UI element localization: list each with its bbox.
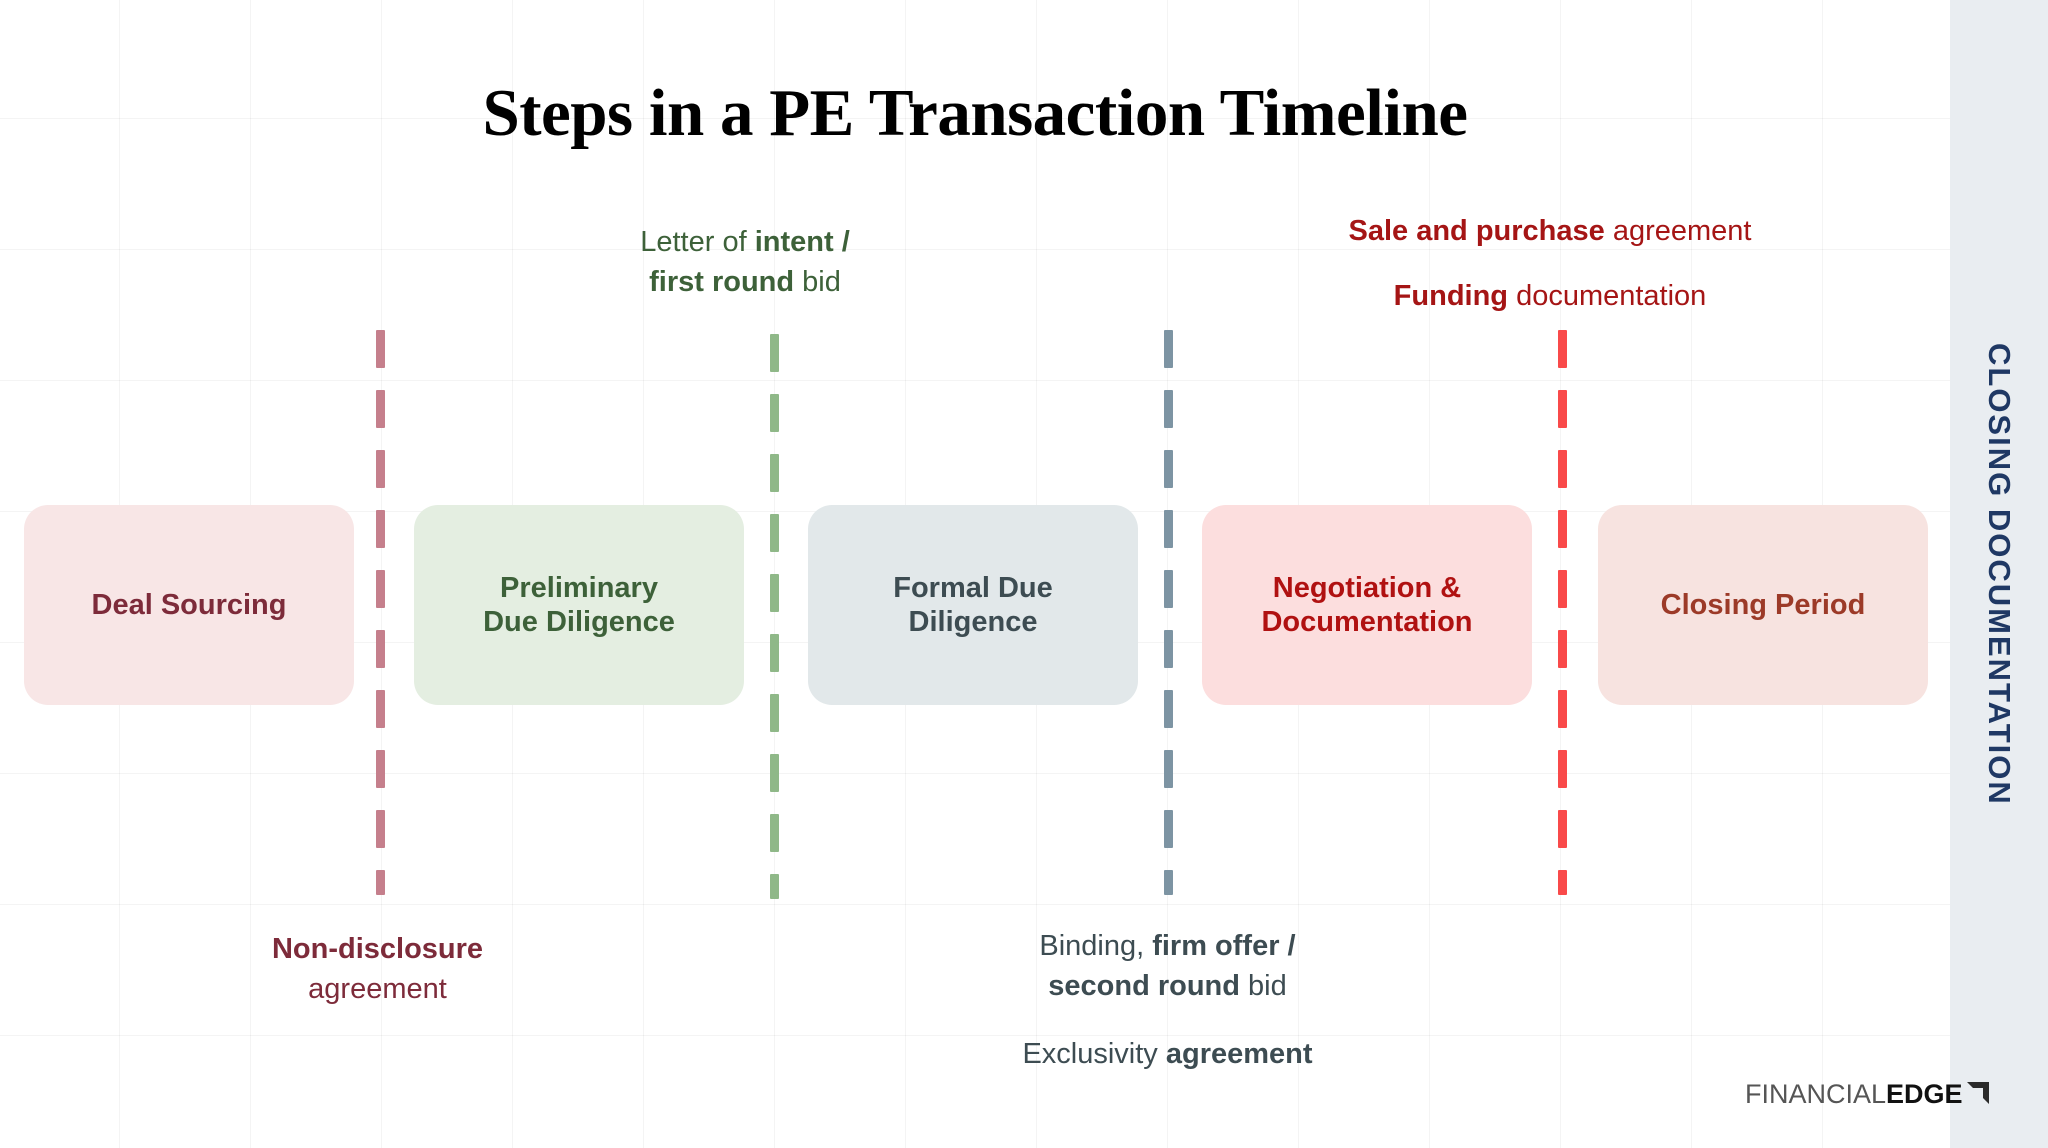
marker-dash <box>1164 450 1173 488</box>
marker-dash <box>376 750 385 788</box>
marker-dash <box>770 634 779 672</box>
annotation-text-plain: bid <box>1239 970 1287 1003</box>
marker-dash <box>1558 810 1567 848</box>
marker-dash <box>770 874 779 899</box>
annotation-letter-of-intent: Letter of intent / first round bid <box>600 222 890 302</box>
marker-dash <box>376 870 385 895</box>
annotation-text-bold: Non-disclosure <box>271 933 484 965</box>
annotation-sale-and-purchase: Sale and purchase agreement <box>1245 211 1855 251</box>
marker-dash <box>376 810 385 848</box>
marker-dash <box>1558 750 1567 788</box>
annotation-text-plain: agreement <box>308 973 447 1006</box>
logo-corner-flag-icon <box>1965 1080 1991 1110</box>
annotation-text-plain: agreement <box>1604 215 1752 247</box>
stage-label-line1: Deal Sourcing <box>91 588 287 621</box>
marker-dash <box>376 450 385 488</box>
annotation-non-disclosure: Non-disclosure agreement <box>235 929 520 1009</box>
annotation-text-bold: intent / <box>754 226 850 258</box>
marker-dash <box>1558 870 1567 895</box>
stage-label-line2: Documentation <box>1261 606 1473 638</box>
marker-dash <box>1164 630 1173 668</box>
annotation-text-plain: Exclusivity <box>1022 1038 1166 1070</box>
annotation-text-plain: Letter of <box>640 226 755 258</box>
marker-dash <box>376 330 385 368</box>
stage-box-closing-period[interactable]: Closing Period <box>1598 505 1928 705</box>
marker-dash <box>376 570 385 608</box>
marker-dash <box>376 390 385 428</box>
milestone-marker-spa <box>1558 330 1567 895</box>
marker-dash <box>770 334 779 372</box>
marker-dash <box>1164 570 1173 608</box>
marker-dash <box>376 630 385 668</box>
marker-dash <box>1558 570 1567 608</box>
marker-dash <box>1558 390 1567 428</box>
marker-dash <box>1164 510 1173 548</box>
marker-dash <box>1558 630 1567 668</box>
annotation-text-bold: Funding <box>1393 280 1509 312</box>
closing-documentation-label-wrap: CLOSING DOCUMENTATION <box>1950 0 2048 1148</box>
annotation-binding-firm-offer: Binding, firm offer / second round bid <box>965 926 1370 1006</box>
stage-label-line1: Closing Period <box>1660 588 1866 621</box>
annotation-text-bold: firm offer / <box>1152 930 1296 962</box>
marker-dash <box>770 814 779 852</box>
marker-dash <box>770 574 779 612</box>
marker-dash <box>1164 330 1173 368</box>
marker-dash <box>770 694 779 732</box>
marker-dash <box>770 394 779 432</box>
marker-dash <box>1558 510 1567 548</box>
milestone-marker-loi <box>770 334 779 899</box>
stage-label-line2: Due Diligence <box>483 606 675 638</box>
annotation-text-bold: agreement <box>1165 1038 1313 1070</box>
logo-text-light: FINANCIAL <box>1745 1079 1887 1109</box>
annotation-text-bold: Sale and purchase <box>1348 215 1605 247</box>
annotation-text-bold: second round <box>1048 970 1240 1003</box>
stage-label-line2: Diligence <box>908 606 1038 638</box>
marker-dash <box>1164 750 1173 788</box>
logo-text-bold: EDGE <box>1886 1079 1963 1109</box>
stage-label-line1: Negotiation & <box>1272 571 1462 604</box>
stage-box-preliminary-due-diligence[interactable]: Preliminary Due Diligence <box>414 505 744 705</box>
stage-label-line1: Preliminary <box>500 571 658 604</box>
marker-dash <box>770 454 779 492</box>
milestone-marker-nda <box>376 330 385 895</box>
marker-dash <box>1164 390 1173 428</box>
marker-dash <box>1558 330 1567 368</box>
marker-dash <box>376 510 385 548</box>
stage-box-formal-due-diligence[interactable]: Formal Due Diligence <box>808 505 1138 705</box>
annotation-text-bold: first round <box>649 266 795 299</box>
marker-dash <box>376 690 385 728</box>
annotation-text-plain: documentation <box>1508 280 1707 312</box>
stage-box-deal-sourcing[interactable]: Deal Sourcing <box>24 505 354 705</box>
marker-dash <box>1558 450 1567 488</box>
annotation-exclusivity: Exclusivity agreement <box>965 1034 1370 1074</box>
stage-label-line1: Formal Due <box>893 571 1053 604</box>
marker-dash <box>770 514 779 552</box>
marker-dash <box>1164 690 1173 728</box>
milestone-marker-firm-offer <box>1164 330 1173 895</box>
closing-documentation-panel <box>1950 0 2048 1148</box>
annotation-funding-documentation: Funding documentation <box>1245 276 1855 316</box>
marker-dash <box>1558 690 1567 728</box>
page-title: Steps in a PE Transaction Timeline <box>482 76 1468 150</box>
stage-box-negotiation-documentation[interactable]: Negotiation & Documentation <box>1202 505 1532 705</box>
marker-dash <box>770 754 779 792</box>
closing-documentation-label: CLOSING DOCUMENTATION <box>1982 342 2017 806</box>
marker-dash <box>1164 810 1173 848</box>
annotation-text-plain: bid <box>794 266 841 299</box>
annotation-text-plain: Binding, <box>1039 930 1153 962</box>
marker-dash <box>1164 870 1173 895</box>
